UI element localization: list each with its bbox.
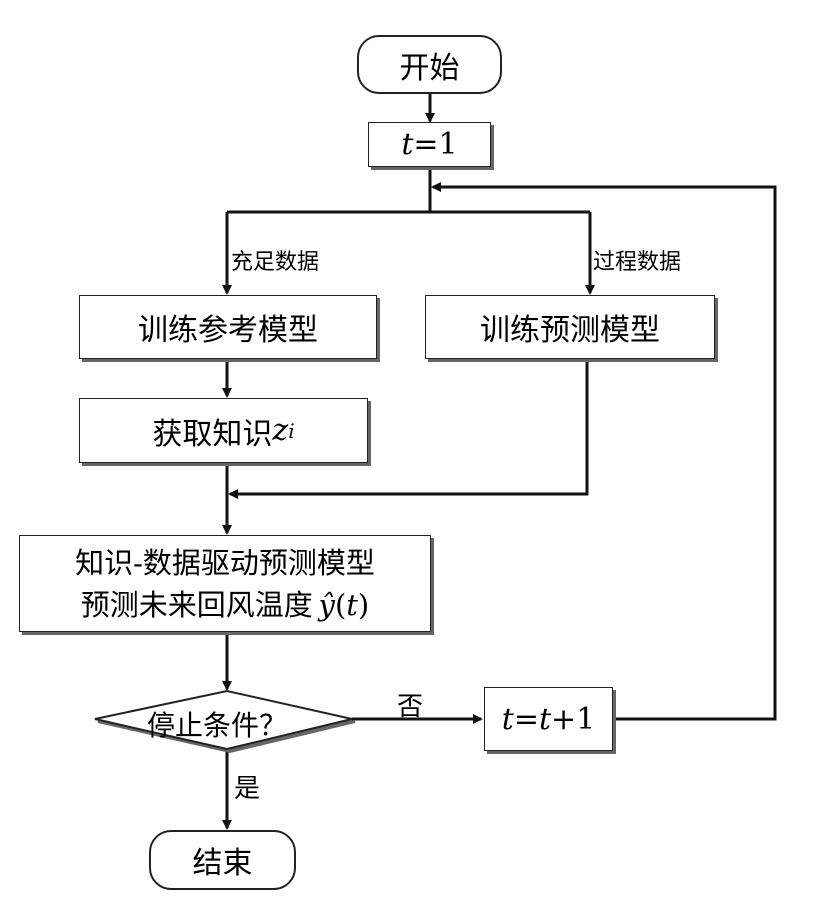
init-rest: =1	[413, 127, 457, 162]
start-node: 开始	[357, 35, 502, 94]
paren-open: (	[335, 588, 346, 622]
end-label: 结束	[193, 838, 253, 882]
t-var: t	[346, 588, 358, 622]
train-prediction-model-node: 训练预测模型	[425, 295, 715, 359]
train-reference-model-node: 训练参考模型	[79, 295, 377, 359]
paren-close: )	[358, 588, 369, 622]
knowledge-subscript: i	[288, 419, 294, 443]
edge-label-process-data: 过程数据	[593, 244, 681, 276]
decision-label: 停止条件？	[147, 704, 287, 744]
edge-label-yes: 是	[234, 768, 260, 805]
edge-label-no: 否	[397, 686, 423, 723]
kd-model-line1: 知识-数据驱动预测模型	[75, 542, 375, 584]
get-knowledge-node: 获取知识zi	[79, 398, 368, 463]
update-t2: t	[539, 702, 551, 737]
train-reference-model-label: 训练参考模型	[138, 305, 318, 349]
kd-model-line2: 预测未来回风温度 ŷ(t)	[81, 584, 370, 626]
knowledge-var: z	[272, 413, 288, 448]
start-label: 开始	[400, 43, 460, 87]
init-node: t=1	[368, 122, 491, 167]
update-t1: t	[502, 702, 514, 737]
knowledge-data-model-text: 知识-数据驱动预测模型 预测未来回风温度 ŷ(t)	[75, 542, 375, 626]
init-var: t	[401, 127, 413, 162]
increment-node: t=t+1	[484, 687, 613, 751]
edge-label-sufficient-data: 充足数据	[231, 244, 319, 276]
y-hat-var: ŷ	[319, 588, 335, 622]
update-plus: +1	[551, 702, 595, 737]
update-eq: =	[514, 702, 539, 737]
train-prediction-model-label: 训练预测模型	[480, 305, 660, 349]
kd-model-line2-prefix: 预测未来回风温度	[81, 588, 313, 622]
end-node: 结束	[149, 830, 296, 890]
get-knowledge-prefix: 获取知识	[152, 409, 272, 453]
knowledge-data-model-node: 知识-数据驱动预测模型 预测未来回风温度 ŷ(t)	[19, 535, 431, 632]
